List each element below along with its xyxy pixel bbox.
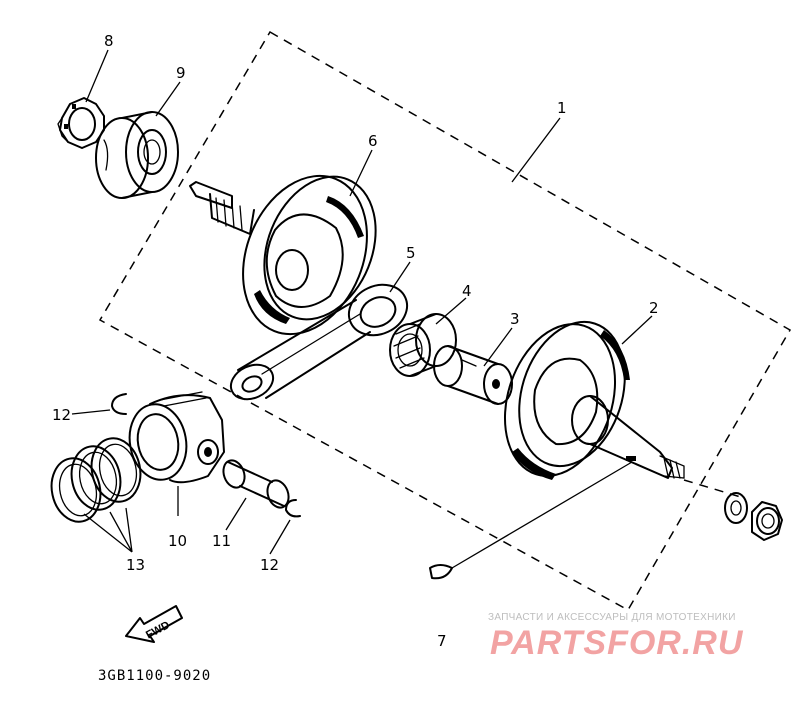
leader-13-lines <box>83 507 133 553</box>
part-label-6: 6 <box>368 132 378 150</box>
woodruff-key-7 <box>429 564 453 580</box>
connecting-rod-5 <box>229 283 409 401</box>
crank-pin-3 <box>433 345 513 405</box>
leader-1-line <box>511 117 561 183</box>
catalog-code: 3GB1100-9020 <box>98 668 211 684</box>
part-label-10: 10 <box>168 532 187 550</box>
part-label-1: 1 <box>557 99 567 117</box>
leader-3-line <box>483 327 513 367</box>
crank-left-6 <box>189 174 377 336</box>
piston-rings-13 <box>50 437 142 523</box>
assembly-outline <box>98 30 792 612</box>
leader-4-line <box>435 297 467 325</box>
watermark-brand: PARTSFOR.RU <box>490 624 744 662</box>
part-label-9: 9 <box>176 64 186 82</box>
part-label-8: 8 <box>104 32 114 50</box>
part-label-13: 13 <box>126 556 145 574</box>
part-label-11: 11 <box>212 532 231 550</box>
bearing-9 <box>95 111 179 199</box>
part-label-5: 5 <box>406 244 416 262</box>
crank-right-2 <box>503 320 685 480</box>
leader-11-line <box>225 497 247 531</box>
leader-7-line <box>451 461 633 569</box>
leader-12b-line <box>269 519 291 555</box>
piston-pin-11 <box>222 459 290 509</box>
piston-10 <box>128 391 225 484</box>
axis-line <box>683 479 745 499</box>
part-label-7: 7 <box>437 632 447 650</box>
washer <box>724 492 748 524</box>
part-label-2: 2 <box>649 299 659 317</box>
watermark-tagline: ЗАПЧАСТИ И АКСЕССУАРЫ ДЛЯ МОТОТЕХНИКИ <box>488 612 736 623</box>
hex-nut <box>751 501 783 541</box>
leader-8-line <box>85 49 109 103</box>
needle-bearing-4 <box>389 313 457 377</box>
part-label-12-left: 12 <box>52 406 71 424</box>
lock-nut-8 <box>57 97 105 149</box>
part-label-4: 4 <box>462 282 472 300</box>
leader-2-line <box>621 315 653 345</box>
part-label-12-right: 12 <box>260 556 279 574</box>
part-label-3: 3 <box>510 310 520 328</box>
leader-9-line <box>155 81 181 117</box>
leader-6-line <box>349 149 373 197</box>
piston-clip-12-left <box>111 393 127 415</box>
piston-clip-12-right <box>285 499 301 518</box>
leader-5-line <box>389 261 411 293</box>
leader-12a-line <box>71 409 111 415</box>
fwd-arrow: FWD <box>125 605 183 643</box>
